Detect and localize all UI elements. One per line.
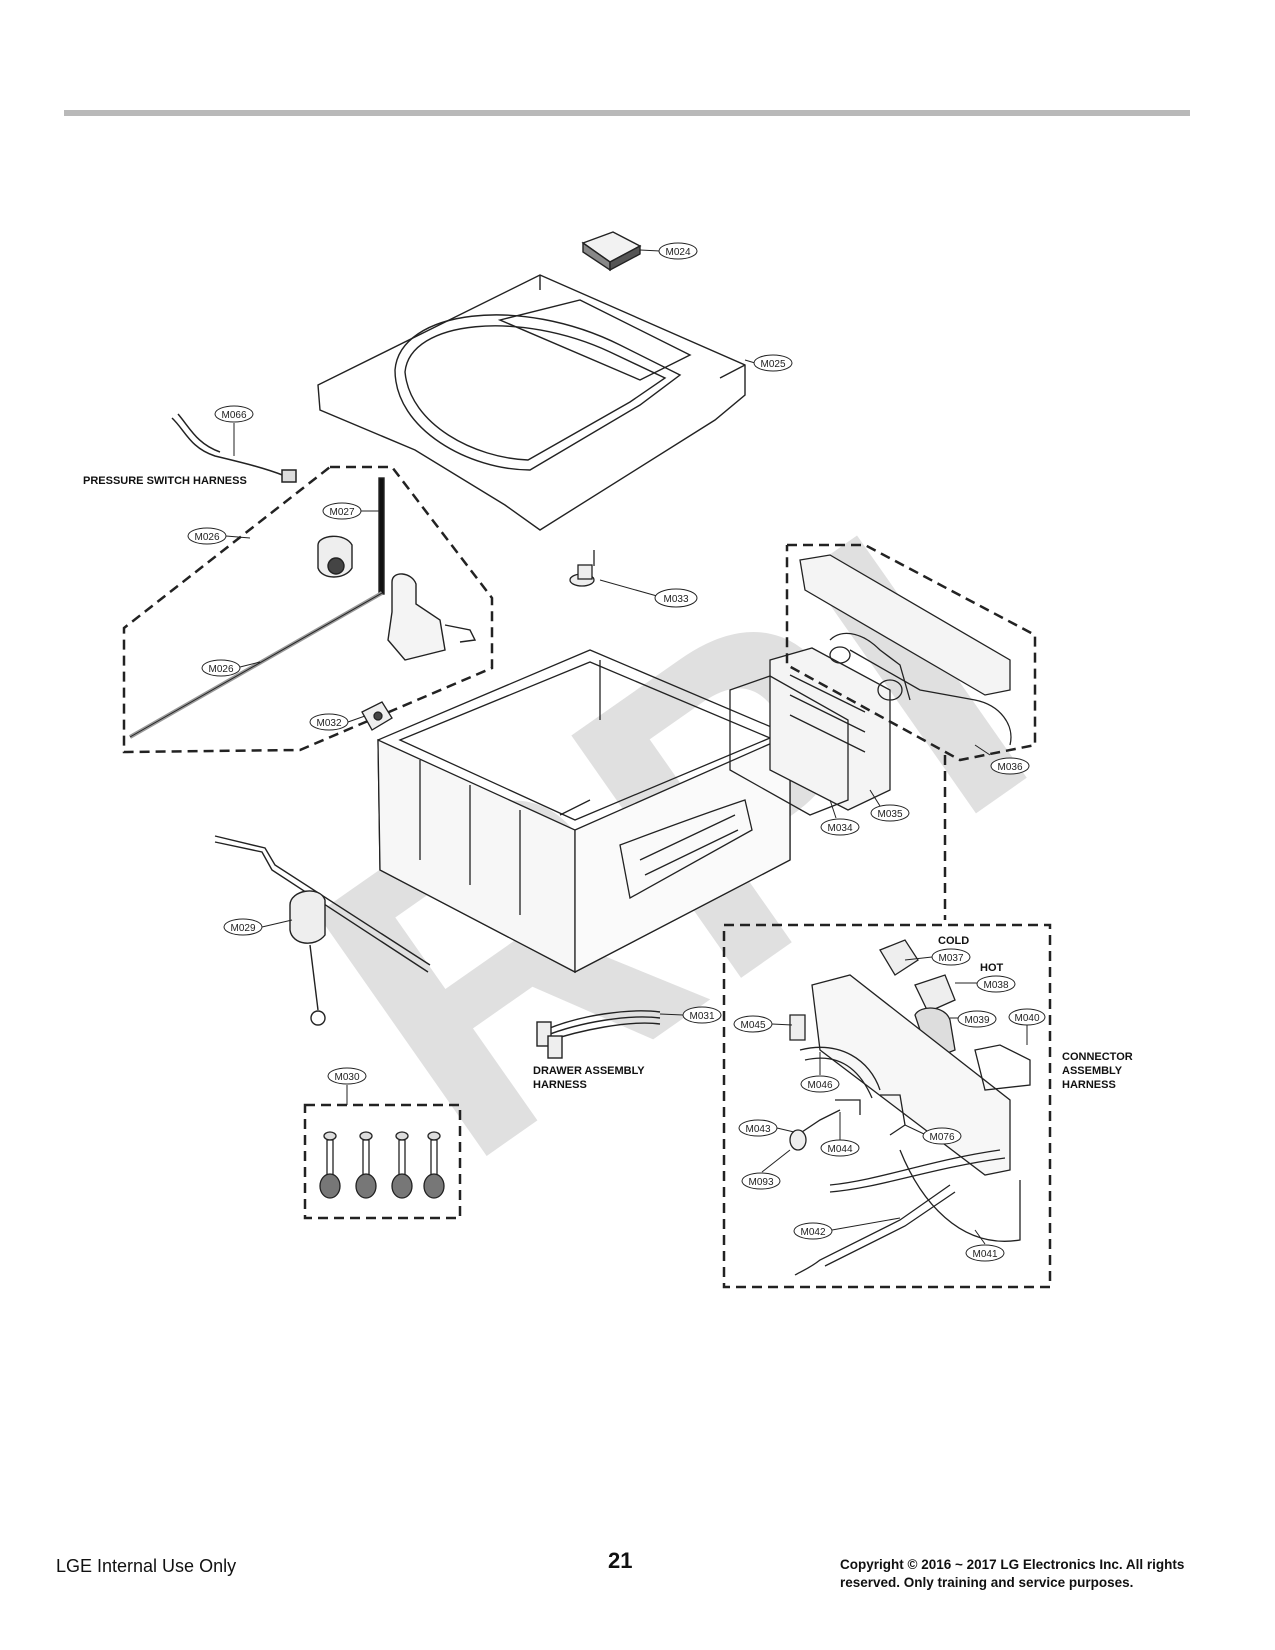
svg-text:M045: M045: [740, 1020, 765, 1031]
callout-M024: M024: [658, 242, 698, 260]
copyright-line-1: Copyright © 2016 ~ 2017 LG Electronics I…: [840, 1557, 1185, 1572]
bracket-part: [569, 550, 595, 587]
label-drawer-harness-line1: DRAWER ASSEMBLY: [533, 1065, 645, 1077]
inlet-valves-and-hoses: [789, 939, 1031, 1276]
callout-M025: M025: [753, 354, 793, 372]
dispenser-valve-assembly: [799, 554, 1012, 746]
callout-M043: M043: [738, 1119, 778, 1137]
clip-part: [361, 701, 393, 731]
callout-M032: M032: [309, 713, 349, 731]
svg-text:M042: M042: [800, 1227, 825, 1238]
group-outline-feet: [303, 1103, 462, 1220]
leader-lines: [225, 249, 1028, 1245]
svg-text:M032: M032: [316, 718, 341, 729]
pressure-switch-parts: [129, 477, 477, 739]
svg-text:M026: M026: [208, 664, 233, 675]
callout-M033: M033: [654, 588, 698, 608]
svg-text:M031: M031: [689, 1011, 714, 1022]
leveling-feet: [319, 1131, 445, 1199]
copyright-line-2: reserved. Only training and service purp…: [840, 1575, 1134, 1590]
callout-M066: M066: [214, 405, 254, 423]
callout-M026-top: M026: [187, 527, 227, 545]
callout-M076: M076: [922, 1127, 962, 1145]
callout-M030: M030: [327, 1067, 367, 1085]
label-drawer-harness-line2: HARNESS: [533, 1079, 587, 1091]
callout-M035: M035: [870, 804, 910, 822]
svg-text:M033: M033: [663, 594, 688, 605]
svg-text:M039: M039: [964, 1015, 989, 1026]
callout-M037: M037: [931, 948, 971, 966]
svg-text:M037: M037: [938, 953, 963, 964]
svg-text:M040: M040: [1014, 1013, 1039, 1024]
svg-text:M038: M038: [983, 980, 1008, 991]
group-outline-lower-right: [722, 923, 1052, 1289]
callout-M044: M044: [820, 1139, 860, 1157]
label-connector-harness-line3: HARNESS: [1062, 1079, 1116, 1091]
callout-M036: M036: [990, 757, 1030, 775]
svg-text:M046: M046: [807, 1080, 832, 1091]
base-frame: [377, 649, 791, 974]
label-hot: HOT: [980, 962, 1004, 974]
pressure-switch-harness: [171, 413, 297, 483]
svg-text:M036: M036: [997, 762, 1022, 773]
svg-text:M093: M093: [748, 1177, 773, 1188]
svg-text:M027: M027: [329, 507, 354, 518]
svg-text:M043: M043: [745, 1124, 770, 1135]
label-cold: COLD: [938, 935, 969, 947]
label-connector-harness-line2: ASSEMBLY: [1062, 1065, 1123, 1077]
drawer-assembly-harness: [536, 1010, 661, 1059]
callout-M038: M038: [976, 975, 1016, 993]
label-connector-harness-line1: CONNECTOR: [1062, 1051, 1133, 1063]
callout-M039: M039: [957, 1010, 997, 1028]
callout-M029: M029: [223, 918, 263, 936]
svg-text:M024: M024: [665, 247, 690, 258]
callout-M045: M045: [733, 1015, 773, 1033]
rear-bracket: [729, 647, 891, 816]
svg-text:M076: M076: [929, 1132, 954, 1143]
svg-text:M025: M025: [760, 359, 785, 370]
callout-M041: M041: [965, 1244, 1005, 1262]
callout-M040: M040: [1008, 1008, 1046, 1026]
svg-text:M044: M044: [827, 1144, 852, 1155]
footer-internal-use: LGE Internal Use Only: [56, 1556, 237, 1576]
callout-M026-bottom: M026: [201, 659, 241, 677]
level-sensor-assembly: [214, 835, 431, 1026]
callout-M027: M027: [322, 502, 362, 520]
svg-text:M066: M066: [221, 410, 246, 421]
label-pressure-switch-harness: PRESSURE SWITCH HARNESS: [83, 475, 247, 487]
page-number: 21: [608, 1548, 633, 1573]
svg-text:M026: M026: [194, 532, 219, 543]
svg-text:M035: M035: [877, 809, 902, 820]
callout-M031: M031: [682, 1006, 722, 1024]
svg-text:M034: M034: [827, 823, 852, 834]
svg-text:M041: M041: [972, 1249, 997, 1260]
cover-plate: [317, 274, 746, 531]
copyright-notice: Copyright © 2016 ~ 2017 LG Electronics I…: [840, 1556, 1240, 1592]
callout-M034: M034: [820, 818, 860, 836]
top-rule: [64, 110, 1190, 116]
cap-part: [581, 231, 642, 272]
group-outline-left: [122, 465, 494, 754]
callout-M042: M042: [793, 1222, 833, 1240]
svg-text:M029: M029: [230, 923, 255, 934]
callout-M046: M046: [800, 1075, 840, 1093]
callout-M093: M093: [741, 1172, 781, 1190]
svg-text:M030: M030: [334, 1072, 359, 1083]
